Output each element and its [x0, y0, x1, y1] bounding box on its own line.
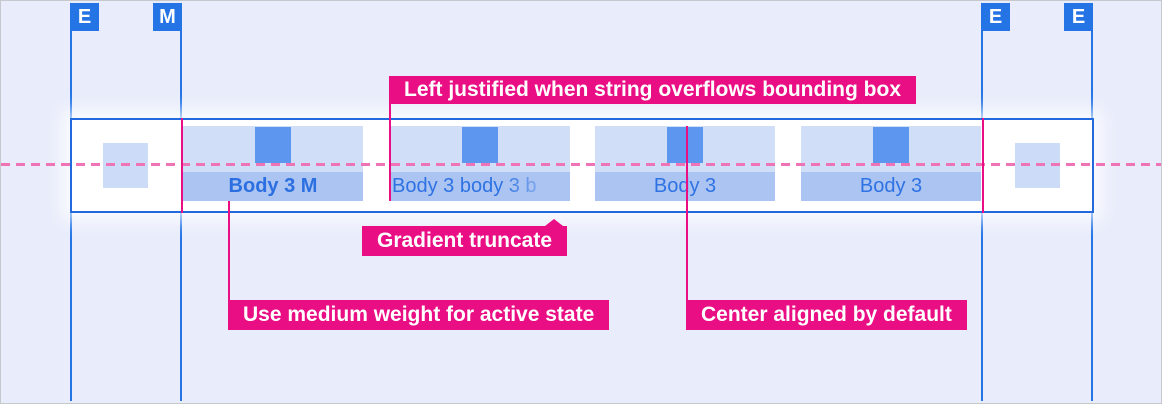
- annotation-arrow-up-icon: [545, 219, 564, 226]
- annotation-center-aligned: Center aligned by default: [686, 300, 967, 330]
- guide-label-m: M: [153, 3, 182, 31]
- center-dashed-guide: [1, 163, 1161, 166]
- tab-label: Body 3: [595, 172, 775, 201]
- annotation-left-justified: Left justified when string overflows bou…: [389, 76, 916, 104]
- tab-label: Body 3 M: [183, 172, 363, 201]
- annotation-medium-weight: Use medium weight for active state: [228, 300, 610, 330]
- redline-content-left-edge: [181, 118, 183, 213]
- guide-label-e-left: E: [70, 3, 99, 31]
- gradient-fade-overlay: [500, 172, 570, 201]
- tab-icon-placeholder: [873, 127, 909, 163]
- guide-letter: E: [988, 5, 1003, 28]
- redline-medium-weight-pointer: [228, 201, 230, 300]
- guide-letter: E: [1071, 5, 1086, 28]
- tab-label: Body 3 body 3 b: [390, 172, 570, 201]
- redline-content-right-edge: [982, 118, 984, 213]
- tab-label: Body 3: [801, 172, 981, 201]
- tab-icon-placeholder: [462, 127, 498, 163]
- guide-letter: E: [77, 5, 92, 28]
- redline-left-justified-pointer: [389, 104, 391, 201]
- redline-center-aligned-pointer: [686, 126, 688, 300]
- tab-icon-placeholder: [667, 127, 703, 163]
- guide-letter: M: [159, 5, 176, 28]
- annotation-text: Gradient truncate: [377, 229, 553, 252]
- guide-label-e-right-inner: E: [981, 3, 1010, 31]
- annotation-gradient-truncate: Gradient truncate: [362, 219, 568, 256]
- tab-icon-placeholder: [255, 127, 291, 163]
- guide-label-e-right-outer: E: [1064, 3, 1093, 31]
